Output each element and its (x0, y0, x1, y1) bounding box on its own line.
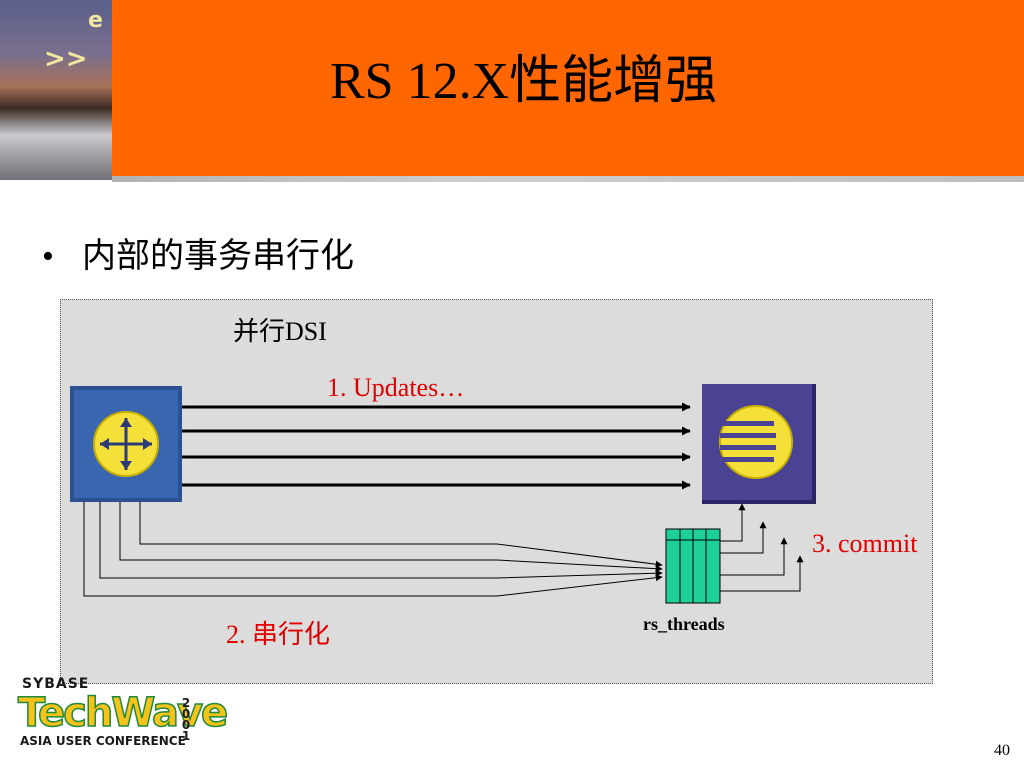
updates-label: 1. Updates… (327, 373, 464, 402)
panel-title: 并行DSI (233, 317, 327, 346)
commit-arrow (720, 555, 804, 592)
target-db-node (702, 384, 816, 504)
commit-arrow (720, 537, 788, 576)
photo-glyph-e: e (88, 8, 103, 33)
commit-arrows (720, 503, 804, 592)
techwave-logo: SYBASE TechWave 2001 ASIA USER CONFERENC… (17, 676, 229, 752)
bullet-dot-icon: • (42, 238, 54, 275)
photo-glyph-arrows: >> (44, 44, 88, 74)
database-icon (719, 405, 793, 479)
logo-product: TechWave (17, 689, 229, 737)
serialize-line (139, 502, 663, 568)
serialize-label: 2. 串行化 (226, 620, 330, 649)
commit-label: 3. commit (812, 529, 918, 558)
slide-title: RS 12.X性能增强 (330, 53, 718, 110)
serialize-line (83, 502, 663, 597)
rs-threads-label: rs_threads (643, 614, 725, 634)
serialize-line (99, 502, 663, 579)
page-number: 40 (994, 742, 1010, 759)
serialize-lines (83, 502, 663, 597)
header-photo: e >> (0, 0, 112, 180)
bullet-text: 内部的事务串行化 (82, 238, 354, 275)
commit-arrow (720, 503, 746, 542)
logo-year: 2001 (181, 696, 191, 743)
bullet-item: • 内部的事务串行化 (42, 228, 354, 277)
commit-arrow (720, 521, 767, 554)
serialize-line (119, 502, 663, 573)
logo-subtitle: ASIA USER CONFERENCE (20, 734, 186, 748)
rs-threads-table (665, 528, 721, 604)
header-bar-shadow (112, 176, 1024, 182)
update-arrows (182, 402, 691, 490)
four-way-arrow-icon (93, 411, 159, 477)
logo-brand: SYBASE (22, 676, 90, 692)
header-bar (112, 0, 1024, 180)
dsi-source-node (70, 386, 182, 502)
